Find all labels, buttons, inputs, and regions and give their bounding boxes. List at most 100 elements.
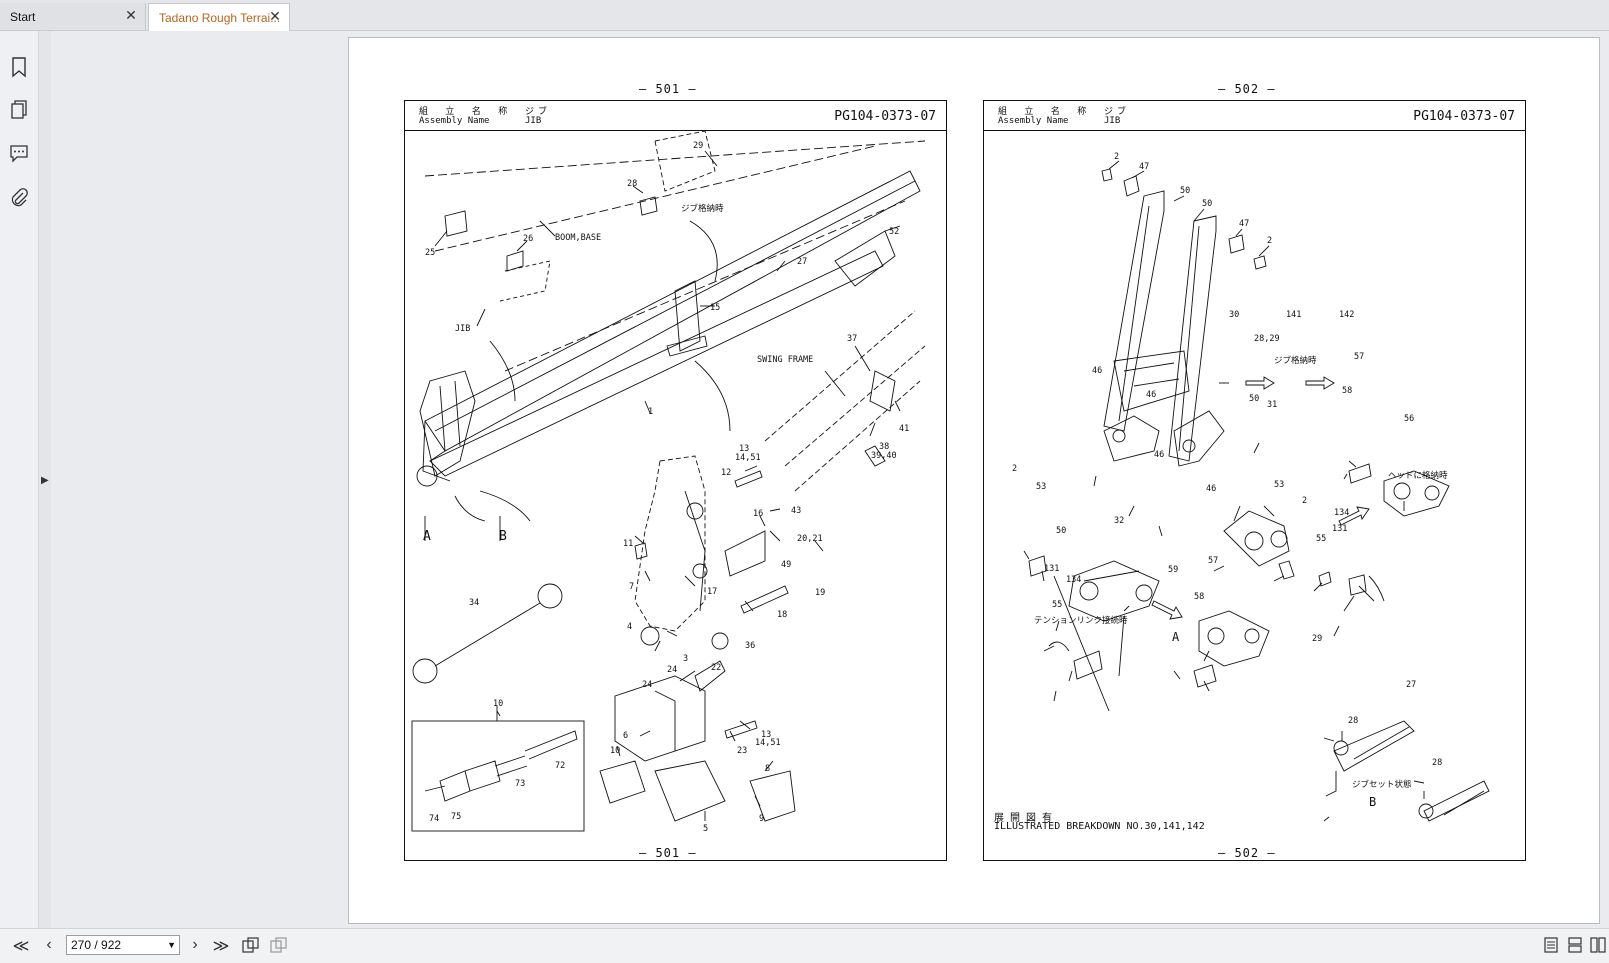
part-label: A [423, 529, 431, 544]
part-label: 46 [1092, 366, 1102, 376]
tab-document[interactable]: Tadano Rough Terrai... ✕ [148, 3, 290, 31]
part-label: ジブ格納時 [681, 203, 724, 214]
sheet-header: 組 立 名 称 Assembly Name ジブ JIB PG104-0373-… [405, 101, 946, 131]
part-label: 9 [759, 814, 764, 824]
part-label: 23 [737, 746, 747, 756]
facing-view-icon[interactable] [1590, 937, 1606, 953]
part-label: 131 [1332, 524, 1347, 534]
part-label: B [1369, 795, 1376, 809]
part-label: SWING FRAME [757, 355, 813, 365]
drawing-code: PG104-0373-07 [834, 109, 936, 124]
header-jp-label: 組 立 名 称 [998, 107, 1093, 117]
tab-label: Tadano Rough Terrai... [159, 10, 281, 25]
part-label: 46 [1206, 484, 1216, 494]
copy-page-icon[interactable] [242, 937, 260, 953]
page-number-input[interactable]: 270 / 922 ▼ [66, 935, 180, 955]
single-page-view-icon[interactable] [1542, 937, 1560, 953]
bookmark-icon[interactable] [8, 56, 30, 78]
part-label: 59 [1168, 565, 1178, 575]
part-label: 75 [451, 812, 461, 822]
part-label: 28 [627, 179, 637, 189]
part-label: 28,29 [1254, 334, 1280, 344]
tab-start[interactable]: Start ✕ [0, 3, 146, 30]
header-jp-label: 組 立 名 称 [419, 107, 514, 117]
close-icon[interactable]: ✕ [269, 8, 281, 24]
part-label: 16 [753, 509, 763, 519]
part-label: 72 [555, 761, 565, 771]
page-number-top-left: – 501 – [639, 82, 697, 96]
bottom-toolbar: ≪ ‹ 270 / 922 ▼ › ≫ [0, 928, 1609, 963]
header-en-label: Assembly Name [419, 116, 490, 126]
part-label: B [499, 529, 507, 544]
part-label: 134 [1066, 575, 1081, 585]
part-label: ヘッドに格納時 [1388, 470, 1448, 481]
part-label: 39,40 [871, 451, 897, 461]
part-label: 18 [777, 610, 787, 620]
part-label: 52 [889, 227, 899, 237]
part-label: 14,51 [735, 453, 761, 463]
header-en-label: Assembly Name [998, 116, 1069, 126]
tension-link-diagram: 2 47 50 50 47 2 30 141 142 28,29 ジブ格納時 5… [1012, 152, 1490, 822]
panel-splitter[interactable] [39, 31, 51, 928]
part-label: 36 [745, 641, 755, 651]
next-page-button[interactable]: › [192, 936, 198, 953]
part-label: テンションリンク接続時 [1034, 615, 1128, 626]
drawing-code: PG104-0373-07 [1413, 109, 1515, 124]
header-jp-value: ジブ [1104, 107, 1131, 117]
part-label: 55 [1316, 534, 1326, 544]
drawing-sheet-right: 組 立 名 称 Assembly Name ジブ JIB PG104-0373-… [983, 100, 1526, 861]
part-label: 50 [1056, 526, 1066, 536]
part-label: 24 [667, 665, 677, 675]
part-label: 30 [1229, 310, 1239, 320]
part-label: A [1172, 630, 1180, 644]
part-label: 8 [765, 764, 770, 774]
part-label: 25 [425, 248, 435, 258]
part-label: 50 [1202, 199, 1212, 209]
part-label: 28 [1348, 716, 1358, 726]
part-label: 17 [707, 587, 717, 597]
page-number-bottom-left: – 501 – [639, 846, 697, 860]
jib-exploded-diagram: 29 28 ジブ格納時 52 25 26 BOOM,BASE 27 15 JIB… [411, 131, 926, 834]
part-label: 49 [781, 560, 791, 570]
part-label: 13 [761, 730, 771, 740]
prev-page-button[interactable]: ‹ [46, 936, 52, 953]
part-label: 38 [879, 442, 889, 452]
part-label: 3 [683, 654, 688, 664]
part-label: 10 [493, 699, 503, 709]
part-label: 53 [1274, 480, 1284, 490]
part-label: 10 [610, 746, 620, 756]
part-label: 37 [847, 334, 857, 344]
part-label: 50 [1249, 394, 1259, 404]
part-label: 57 [1354, 352, 1364, 362]
close-icon[interactable]: ✕ [125, 7, 137, 23]
part-label: 29 [1312, 634, 1322, 644]
part-label: 19 [815, 588, 825, 598]
part-label: 142 [1339, 310, 1354, 320]
header-jp-value: ジブ [525, 107, 552, 117]
attachment-icon[interactable] [8, 187, 30, 209]
part-label: JIB [455, 324, 470, 334]
extract-page-icon[interactable] [270, 937, 288, 953]
part-label: 20,21 [797, 534, 823, 544]
first-page-button[interactable]: ≪ [12, 938, 30, 955]
part-label: 26 [523, 234, 533, 244]
part-label: 56 [1404, 414, 1414, 424]
part-label: 27 [1406, 680, 1416, 690]
footer-jp: 展 開 図 有 [994, 813, 1053, 824]
part-label: 2 [1302, 496, 1307, 506]
part-label: 6 [623, 731, 628, 741]
tab-label: Start [10, 9, 36, 24]
part-label: 57 [1208, 556, 1218, 566]
part-label: 15 [710, 303, 720, 313]
pages-icon[interactable] [8, 99, 30, 121]
part-label: 41 [899, 424, 909, 434]
chevron-down-icon[interactable]: ▼ [167, 940, 176, 950]
part-label: 31 [1267, 400, 1277, 410]
expand-panel-icon[interactable]: ▶ [41, 475, 49, 486]
last-page-button[interactable]: ≫ [212, 938, 230, 955]
part-label: 58 [1194, 592, 1204, 602]
continuous-view-icon[interactable] [1566, 937, 1584, 953]
header-en-value: JIB [1104, 116, 1121, 126]
part-label: 28 [1432, 758, 1442, 768]
comment-icon[interactable] [8, 142, 30, 164]
